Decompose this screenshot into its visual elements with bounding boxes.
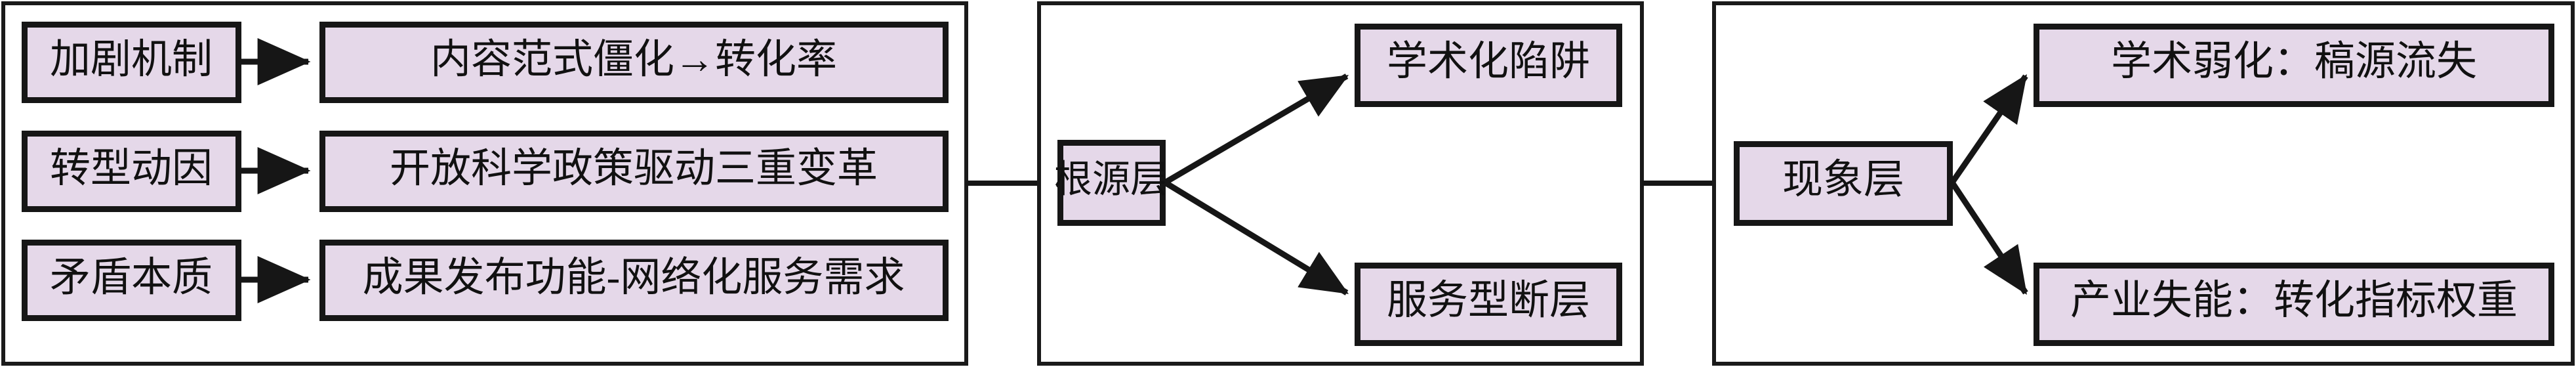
node-label-branch-upper-2: 学术化陷阱 xyxy=(1387,39,1590,84)
node-label-source-2: 转型动因 xyxy=(50,146,213,191)
edge-根源层-to-学术化陷阱 xyxy=(1163,74,1349,185)
node-label-target-3: 成果发布功能-网络化服务需求 xyxy=(363,255,905,300)
node-label-branch-lower-2: 服务型断层 xyxy=(1387,278,1590,323)
node-label-branch-lower-3: 产业失能：转化指标权重 xyxy=(2070,278,2518,323)
node-内容范式僵化[interactable] xyxy=(319,22,949,103)
node-label-root-cause: 根源层 xyxy=(1054,158,1168,200)
panel-1-row-1: 加剧机制 内容范式僵化→转化率 xyxy=(22,22,949,103)
node-矛盾本质[interactable] xyxy=(22,240,241,321)
node-label-branch-upper-3: 学术弱化：稿源流失 xyxy=(2111,39,2477,84)
node-开放科学政策驱动三重变革[interactable] xyxy=(319,131,949,212)
node-学术弱化-稿源流失[interactable] xyxy=(2034,24,2554,107)
node-学术化陷阱[interactable] xyxy=(1355,24,1622,107)
node-成果发布功能-网络化服务需求[interactable] xyxy=(319,240,949,321)
node-加剧机制[interactable] xyxy=(22,22,241,103)
panel-phenomenon: 现象层 学术弱化：稿源流失 产业失能：转化指标权重 xyxy=(1712,1,2575,366)
node-label-source-3: 矛盾本质 xyxy=(50,255,213,300)
node-label-target-2: 开放科学政策驱动三重变革 xyxy=(390,146,878,191)
node-现象层[interactable] xyxy=(1734,141,1953,226)
edge-现象层-to-学术弱化 xyxy=(1950,74,2028,184)
node-根源层[interactable] xyxy=(1057,140,1166,226)
panel-mechanism: 加剧机制 内容范式僵化→转化率 转型动因 开放科学政策驱动三重变革 矛盾本质 xyxy=(1,1,968,366)
node-label-source-1: 加剧机制 xyxy=(50,37,213,82)
edge-现象层-to-产业失能 xyxy=(1950,181,2028,295)
edge-根源层-to-服务型断层 xyxy=(1163,180,1349,295)
panel-1-row-3: 矛盾本质 成果发布功能-网络化服务需求 xyxy=(22,240,949,321)
node-label-phenomenon: 现象层 xyxy=(1782,158,1904,202)
node-转型动因[interactable] xyxy=(22,131,241,212)
node-label-target-1: 内容范式僵化→转化率 xyxy=(430,37,837,82)
node-服务型断层[interactable] xyxy=(1355,263,1622,346)
node-产业失能-转化指标权重[interactable] xyxy=(2034,263,2554,346)
panel-root-cause: 根源层 学术化陷阱 服务型断层 xyxy=(1037,1,1644,366)
panel-1-row-2: 转型动因 开放科学政策驱动三重变革 xyxy=(22,131,949,212)
